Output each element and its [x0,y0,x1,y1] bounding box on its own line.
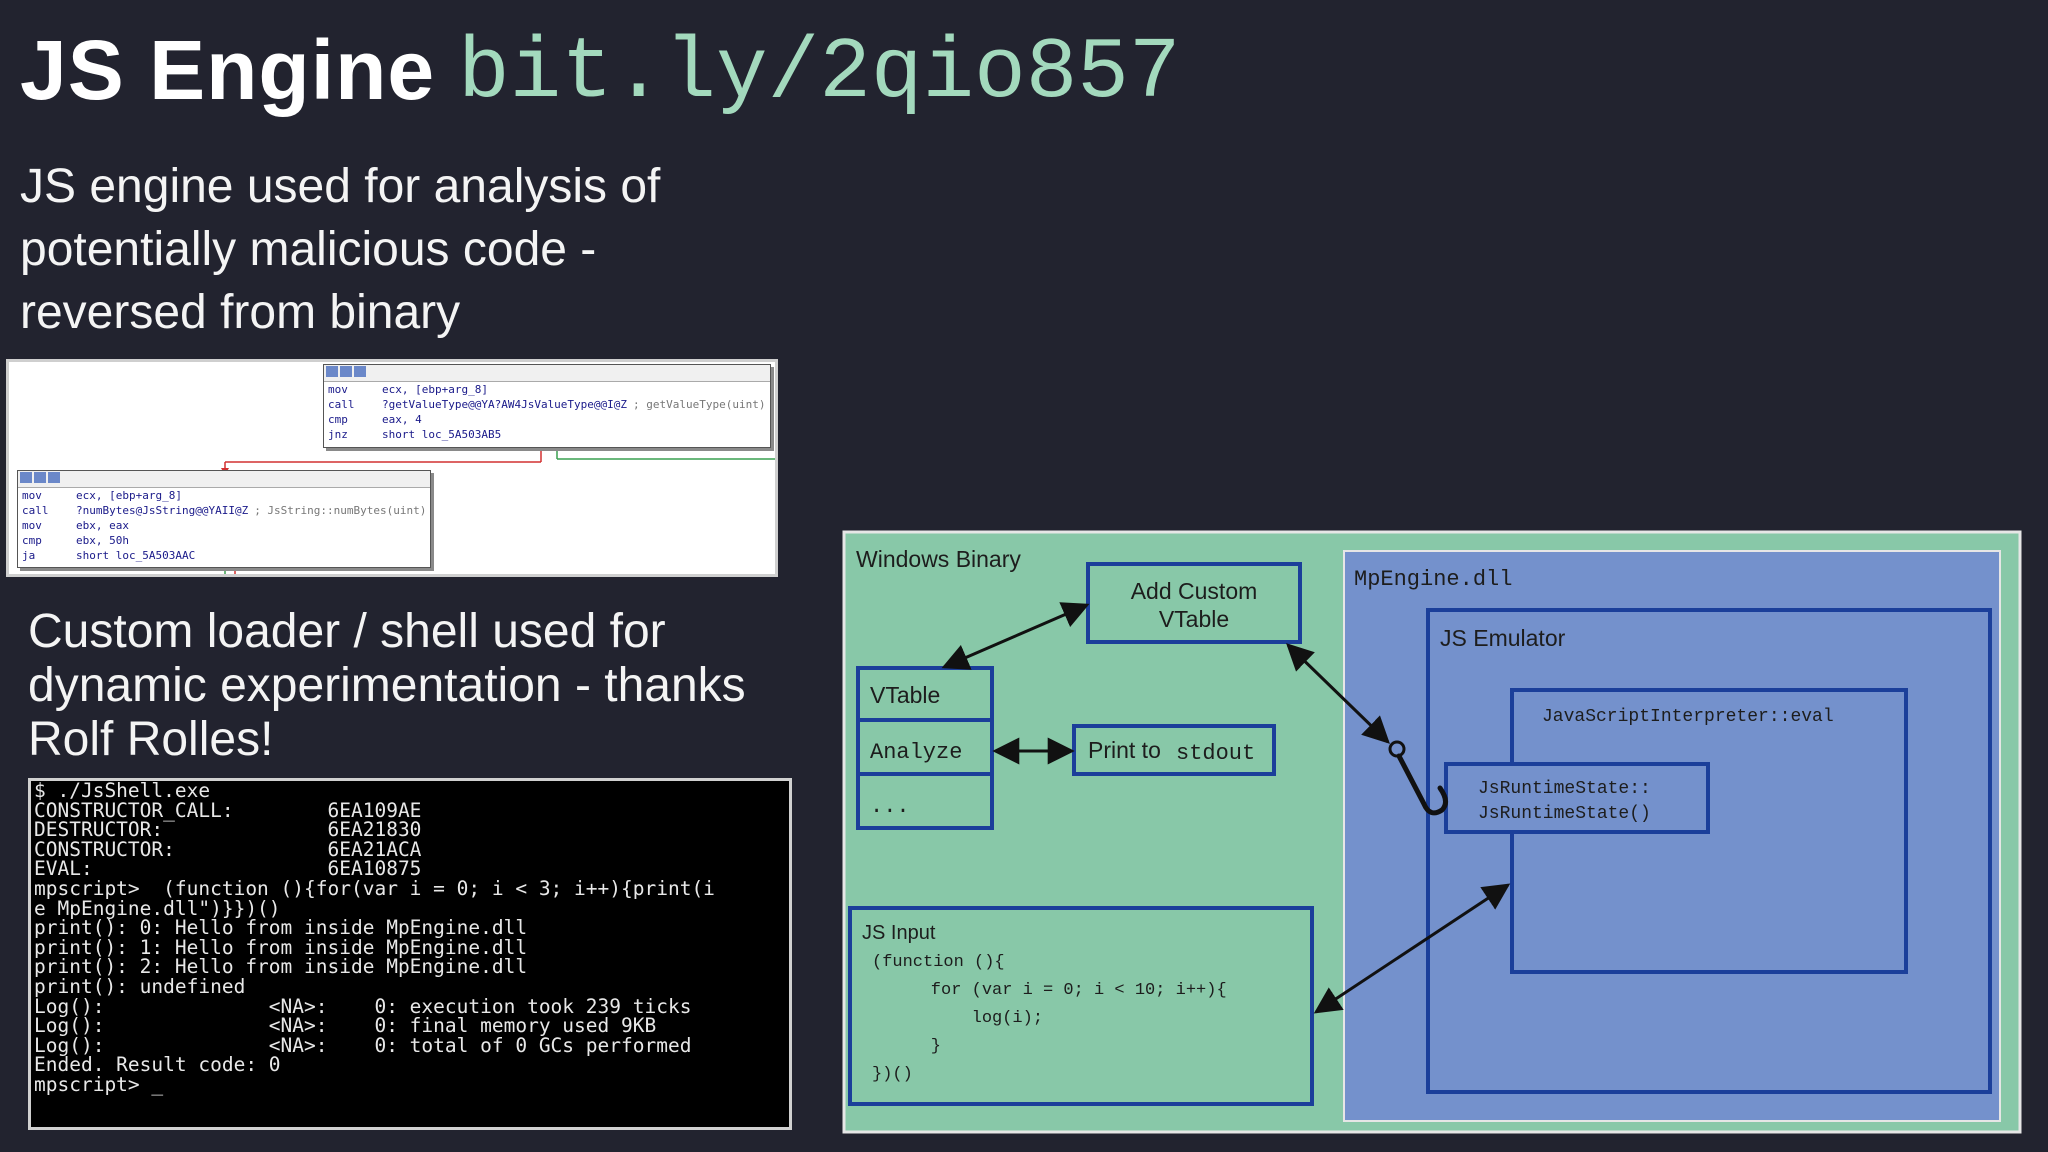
console-line: DESTRUCTOR: 6EA21830 [34,818,422,842]
console-line: print(): 2: Hello from inside MpEngine.d… [34,955,528,979]
js-input-box [848,906,1314,1106]
js-code-line: } [890,1037,941,1056]
mpengine-label: MpEngine.dll [1354,567,1512,592]
js-emulator-label: JS Emulator [1440,625,1566,651]
add-custom-vtable-box [1086,562,1302,644]
console-line: CONSTRUCTOR_CALL: 6EA109AE [34,798,422,822]
console-line: CONSTRUCTOR: 6EA21ACA [34,837,422,861]
graph-icon [326,366,338,377]
vtable-label: VTable [870,682,940,708]
image-icon [340,366,352,377]
intro-line-2: potentially malicious code - [20,223,597,276]
add-custom-vtable-line1: Add Custom [1131,578,1258,604]
runtime-state-line1: JsRuntimeState:: [1478,779,1651,799]
add-custom-vtable-line2: VTable [1159,606,1229,632]
intro-line-3: reversed from binary [20,286,461,339]
console-line: e MpEngine.dll")}})() [34,896,281,920]
asm-line: call?getValueType@@YA?AW4JsValueType@@I@… [328,398,766,411]
console-line: print(): 0: Hello from inside MpEngine.d… [34,916,528,940]
loader-line-3: Rolf Rolles! [28,713,274,766]
console-line: EVAL: 6EA10875 [34,857,422,881]
console-line: Log(): <NA>: 0: execution took 239 ticks [34,994,692,1018]
graph-icon [20,472,32,483]
asm-line: call?numBytes@JsString@@YAII@Z; JsString… [22,504,427,517]
vtable-link-arrow [941,602,1090,670]
interpreter-eval-label: JavaScriptInterpreter::eval [1542,707,1834,727]
list-icon [354,366,366,377]
stdout-label: stdout [1176,741,1255,766]
vtable-ellipsis-entry: ... [870,794,910,819]
console-line: Ended. Result code: 0 [34,1053,281,1077]
console-line: print(): 1: Hello from inside MpEngine.d… [34,935,528,959]
intro-paragraph: JS engine used for analysis of potential… [20,155,780,344]
console-line: $ ./JsShell.exe [34,779,211,802]
vtable-box [856,666,994,830]
loader-paragraph: Custom loader / shell used for dynamic e… [28,605,788,767]
runtime-state-box [1444,762,1710,834]
js-code-line: log(i); [890,1009,1043,1028]
list-icon [48,472,60,483]
block-toolbar [324,365,770,382]
js-code-line: for (var i = 0; i < 10; i++){ [890,981,1227,1000]
vtable-analyze-entry: Analyze [870,740,962,765]
console-line: Log(): <NA>: 0: final memory used 9KB [34,1014,657,1038]
js-code-line: })() [872,1065,913,1084]
console-line: print(): undefined [34,974,246,998]
console-line: Log(): <NA>: 0: total of 0 GCs performed [34,1033,692,1057]
windows-binary-label: Windows Binary [856,546,1021,572]
loader-line-1: Custom loader / shell used for [28,605,666,658]
block-toolbar [18,471,430,488]
js-input-label: JS Input [862,922,936,944]
print-to-label: Print to [1088,737,1161,763]
runtime-state-line2: JsRuntimeState() [1478,804,1651,824]
image-icon [34,472,46,483]
js-code-line: (function (){ [872,953,1005,972]
hook-arrow [1286,643,1390,744]
slide-url[interactable]: bit.ly/2qio857 [458,24,1181,122]
hook-icon [1388,740,1448,816]
architecture-diagram: Windows Binary MpEngine.dll JS Emulator … [842,530,2022,1134]
intro-line-1: JS engine used for analysis of [20,160,661,213]
print-to-stdout-box [1072,724,1276,776]
input-eval-arrow [1313,883,1511,1014]
console-window: $ ./JsShell.exe CONSTRUCTOR_CALL: 6EA109… [28,778,792,1130]
console-line: mpscript> _ [34,1072,164,1096]
loader-line-2: dynamic experimentation - thanks [28,659,746,712]
slide-title: JS Engine [20,23,436,117]
console-line: mpscript> (function (){for(var i = 0; i … [34,876,715,900]
